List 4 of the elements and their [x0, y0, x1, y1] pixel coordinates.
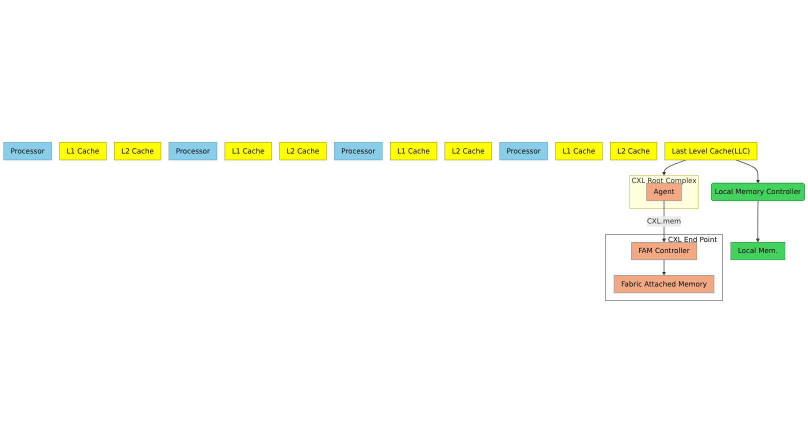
arrow: [736, 160, 760, 184]
arrow: [662, 260, 666, 276]
arrow: [662, 160, 686, 176]
arrow: [756, 200, 760, 242]
